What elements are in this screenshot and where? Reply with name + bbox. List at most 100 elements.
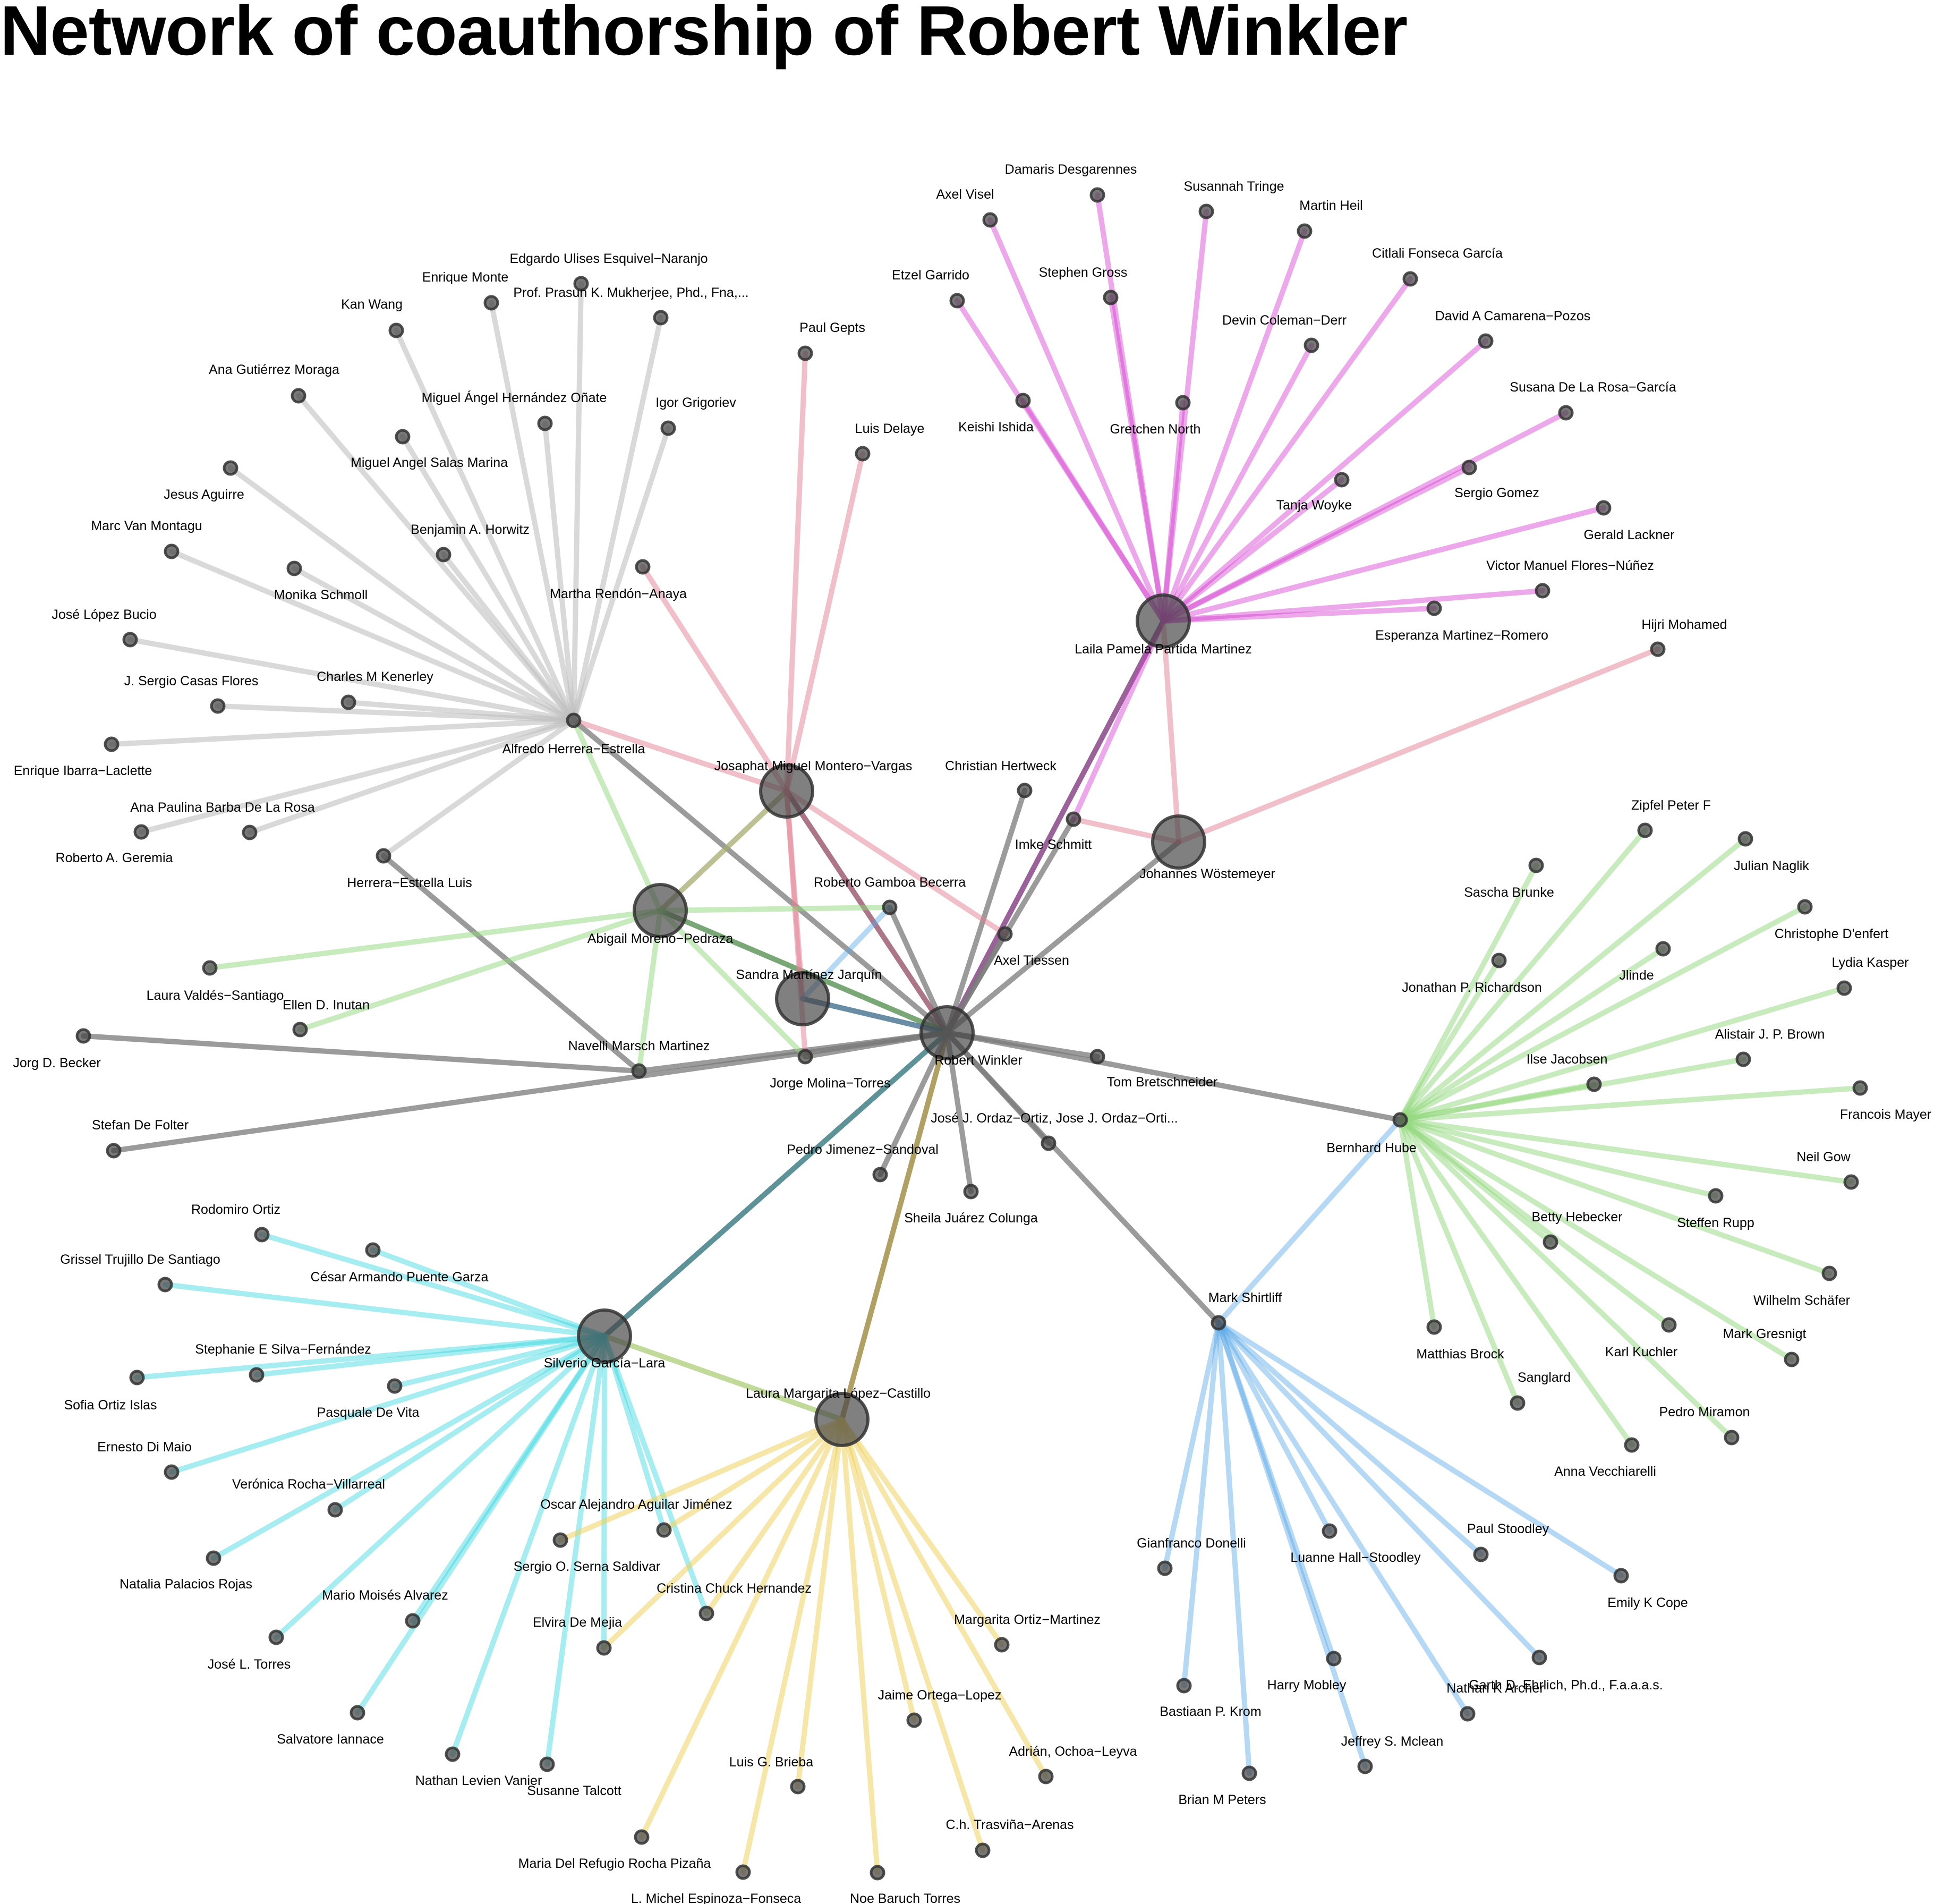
author-node[interactable] bbox=[1136, 593, 1191, 649]
author-node[interactable] bbox=[1460, 1706, 1476, 1722]
author-node[interactable] bbox=[963, 1184, 979, 1200]
author-node[interactable] bbox=[1357, 1758, 1373, 1774]
author-node[interactable] bbox=[1402, 271, 1418, 287]
author-node[interactable] bbox=[631, 1063, 647, 1079]
author-node[interactable] bbox=[75, 1028, 91, 1044]
author-node[interactable] bbox=[635, 559, 651, 575]
author-node[interactable] bbox=[340, 694, 356, 710]
author-node[interactable] bbox=[164, 1464, 180, 1480]
author-node[interactable] bbox=[566, 712, 582, 728]
author-node[interactable] bbox=[1176, 1678, 1192, 1694]
author-node[interactable] bbox=[633, 883, 688, 938]
author-node[interactable] bbox=[292, 1022, 308, 1038]
author-node[interactable] bbox=[483, 295, 499, 311]
author-node[interactable] bbox=[596, 1640, 612, 1656]
author-node[interactable] bbox=[653, 310, 669, 326]
author-node[interactable] bbox=[759, 763, 814, 819]
author-node[interactable] bbox=[445, 1746, 461, 1762]
author-node[interactable] bbox=[1303, 337, 1319, 353]
author-node[interactable] bbox=[1724, 1430, 1740, 1446]
author-node[interactable] bbox=[552, 1532, 568, 1548]
author-node[interactable] bbox=[775, 971, 830, 1026]
author-node[interactable] bbox=[104, 736, 120, 752]
author-node[interactable] bbox=[537, 415, 553, 431]
author-node[interactable] bbox=[327, 1502, 343, 1518]
author-node[interactable] bbox=[1478, 333, 1494, 349]
author-node[interactable] bbox=[242, 824, 258, 840]
author-node[interactable] bbox=[1535, 583, 1550, 599]
author-node[interactable] bbox=[573, 276, 589, 292]
author-node[interactable] bbox=[975, 1842, 991, 1858]
author-node[interactable] bbox=[1089, 1049, 1105, 1065]
author-node[interactable] bbox=[286, 560, 302, 576]
author-node[interactable] bbox=[1735, 1051, 1751, 1067]
author-node[interactable] bbox=[1426, 600, 1442, 616]
author-node[interactable] bbox=[1655, 941, 1671, 957]
author-node[interactable] bbox=[1737, 831, 1753, 847]
author-node[interactable] bbox=[157, 1277, 173, 1293]
author-node[interactable] bbox=[1558, 405, 1574, 421]
author-node[interactable] bbox=[1151, 814, 1206, 870]
author-node[interactable] bbox=[1461, 460, 1477, 475]
author-node[interactable] bbox=[1322, 1523, 1337, 1539]
author-node[interactable] bbox=[1843, 1174, 1859, 1190]
author-node[interactable] bbox=[882, 899, 898, 915]
author-node[interactable] bbox=[1797, 899, 1813, 915]
author-node[interactable] bbox=[1017, 783, 1033, 798]
author-node[interactable] bbox=[1473, 1546, 1489, 1562]
author-node[interactable] bbox=[790, 1779, 806, 1795]
author-node[interactable] bbox=[202, 960, 218, 976]
author-node[interactable] bbox=[268, 1629, 284, 1645]
author-node[interactable] bbox=[870, 1865, 885, 1881]
author-node[interactable] bbox=[365, 1242, 381, 1258]
author-node[interactable] bbox=[1661, 1317, 1677, 1333]
author-node[interactable] bbox=[106, 1143, 122, 1159]
author-node[interactable] bbox=[1041, 1135, 1057, 1151]
author-node[interactable] bbox=[1586, 1076, 1602, 1092]
author-node[interactable] bbox=[539, 1756, 555, 1772]
author-node[interactable] bbox=[1596, 500, 1612, 516]
author-node[interactable] bbox=[1015, 393, 1031, 409]
author-node[interactable] bbox=[206, 1550, 221, 1566]
author-node[interactable] bbox=[388, 322, 404, 338]
author-node[interactable] bbox=[1637, 822, 1653, 838]
author-node[interactable] bbox=[1510, 1395, 1526, 1411]
author-node[interactable] bbox=[1297, 223, 1313, 239]
author-node[interactable] bbox=[1211, 1315, 1226, 1331]
author-node[interactable] bbox=[855, 446, 871, 462]
author-node[interactable] bbox=[698, 1605, 714, 1621]
author-node[interactable] bbox=[1613, 1568, 1629, 1584]
author-node[interactable] bbox=[577, 1308, 632, 1364]
author-node[interactable] bbox=[814, 1392, 870, 1447]
author-node[interactable] bbox=[1066, 811, 1081, 827]
author-node[interactable] bbox=[872, 1167, 888, 1183]
author-node[interactable] bbox=[1531, 1650, 1547, 1665]
author-node[interactable] bbox=[387, 1378, 403, 1394]
author-node[interactable] bbox=[164, 543, 180, 559]
author-node[interactable] bbox=[1241, 1765, 1257, 1781]
author-node[interactable] bbox=[1175, 395, 1191, 411]
author-node[interactable] bbox=[1784, 1352, 1800, 1367]
author-node[interactable] bbox=[1836, 980, 1852, 996]
author-node[interactable] bbox=[1089, 187, 1105, 203]
author-node[interactable] bbox=[1326, 1651, 1342, 1667]
author-node[interactable] bbox=[395, 429, 411, 445]
author-node[interactable] bbox=[1528, 857, 1544, 873]
author-node[interactable] bbox=[122, 632, 138, 648]
author-node[interactable] bbox=[735, 1864, 751, 1880]
author-node[interactable] bbox=[436, 547, 451, 563]
author-node[interactable] bbox=[1708, 1188, 1724, 1204]
author-node[interactable] bbox=[797, 1049, 813, 1065]
author-node[interactable] bbox=[1543, 1234, 1558, 1250]
author-node[interactable] bbox=[254, 1227, 270, 1243]
author-node[interactable] bbox=[1852, 1080, 1868, 1096]
author-node[interactable] bbox=[797, 345, 813, 361]
author-node[interactable] bbox=[949, 293, 965, 309]
author-node[interactable] bbox=[1491, 953, 1507, 968]
author-node[interactable] bbox=[291, 388, 306, 404]
author-node[interactable] bbox=[906, 1712, 922, 1728]
author-node[interactable] bbox=[1038, 1769, 1054, 1784]
author-node[interactable] bbox=[919, 1005, 975, 1060]
author-node[interactable] bbox=[210, 698, 226, 714]
author-node[interactable] bbox=[1334, 472, 1350, 488]
